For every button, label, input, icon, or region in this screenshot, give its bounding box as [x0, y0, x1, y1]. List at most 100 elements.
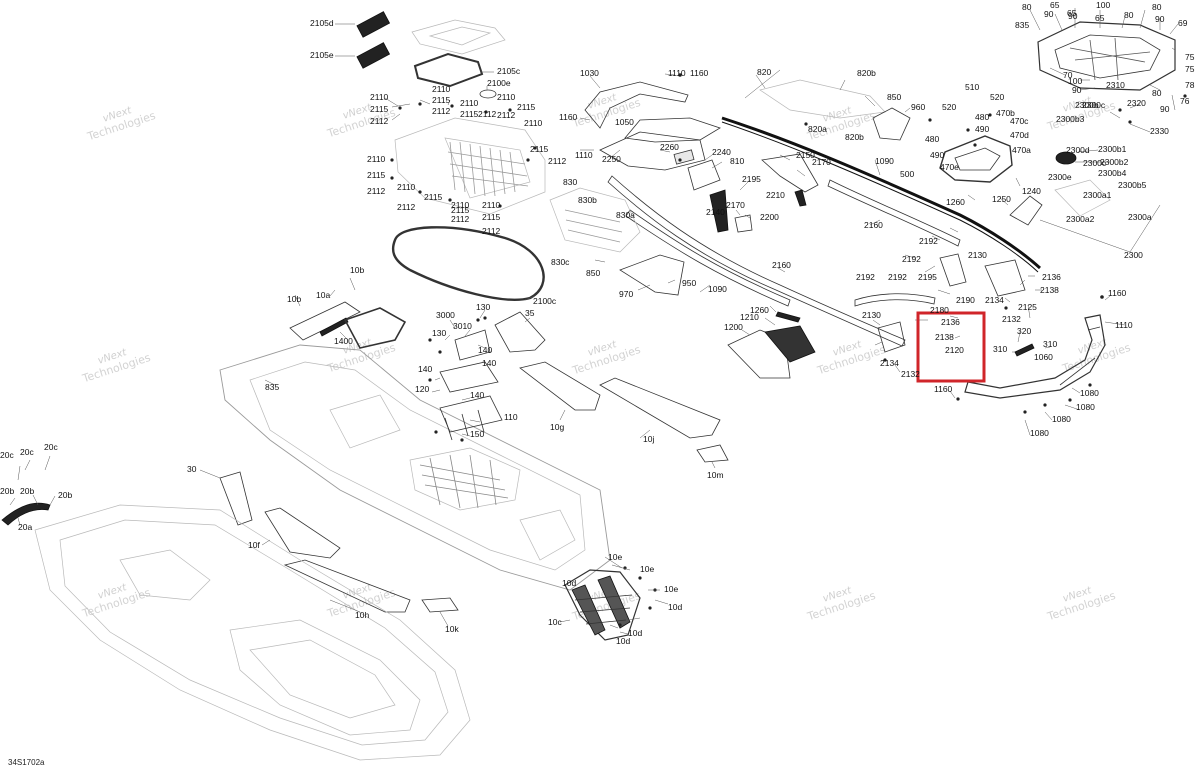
part-label-20c: 20c: [44, 442, 58, 452]
part-label-80: 80: [1152, 2, 1162, 12]
part-label-3010: 3010: [453, 321, 472, 331]
part-label-10h: 10h: [355, 610, 369, 620]
part-label-320: 320: [1017, 326, 1031, 336]
part-label-1260: 1260: [750, 305, 769, 315]
part-label-2110: 2110: [370, 92, 389, 102]
part-label-1090: 1090: [875, 156, 894, 166]
part-label-90: 90: [1160, 104, 1170, 114]
part-label-835: 835: [1015, 20, 1029, 30]
part-label-2110: 2110: [497, 92, 516, 102]
part-label-10d: 10d: [562, 578, 576, 588]
part-label-2170: 2170: [812, 157, 831, 167]
part-label-2192: 2192: [888, 272, 907, 282]
part-label-2112: 2112: [548, 156, 567, 166]
part-2210-strip: [794, 189, 807, 207]
part-1210-grille: [764, 325, 816, 363]
part-label-2115: 2115: [367, 170, 386, 180]
part-label-2110: 2110: [432, 84, 451, 94]
part-label-2132: 2132: [901, 369, 920, 379]
part-label-20c: 20c: [20, 447, 34, 457]
part-label-2115: 2115: [451, 205, 470, 215]
part-label-2250: 2250: [602, 154, 621, 164]
part-label-2192: 2192: [919, 236, 938, 246]
part-label-1400: 1400: [334, 336, 353, 346]
part-label-2192: 2192: [856, 272, 875, 282]
part-label-2112: 2112: [497, 110, 516, 120]
part-label-470e: 470e: [940, 162, 959, 172]
part-label-970: 970: [619, 289, 633, 299]
part-2300-seat: [1054, 179, 1111, 217]
part-2300b1-knob: [1055, 151, 1077, 165]
part-label-80: 80: [1152, 88, 1162, 98]
part-label-2115: 2115: [460, 109, 479, 119]
part-label-2112: 2112: [370, 116, 389, 126]
part-label-480: 480: [925, 134, 939, 144]
part-label-2130: 2130: [862, 310, 881, 320]
part-10g-pad: [519, 361, 601, 411]
part-1090-trim: [625, 209, 791, 307]
part-label-130: 130: [432, 328, 446, 338]
part-830-panel: [549, 187, 641, 253]
part-label-90: 90: [1155, 14, 1165, 24]
part-label-2112: 2112: [367, 186, 386, 196]
part-label-3000: 3000: [436, 310, 455, 320]
part-label-2115: 2115: [432, 95, 451, 105]
part-120-plate: [439, 361, 499, 393]
part-label-1250: 1250: [992, 194, 1011, 204]
part-label-10e: 10e: [664, 584, 678, 594]
part-label-2110: 2110: [460, 98, 479, 108]
part-label-1160: 1160: [690, 68, 709, 78]
part-2100c-gasket: [391, 226, 545, 301]
part-2170-clip: [734, 214, 753, 233]
part-label-20a: 20a: [18, 522, 32, 532]
part-label-2110: 2110: [524, 118, 543, 128]
part-10a-pad: [289, 301, 361, 341]
part-label-830c: 830c: [551, 257, 570, 267]
part-label-850: 850: [887, 92, 901, 102]
part-label-80: 80: [1022, 2, 1032, 12]
part-label-69: 69: [1178, 18, 1188, 28]
part-label-1160: 1160: [934, 384, 953, 394]
part-label-310: 310: [993, 344, 1007, 354]
part-10j-pad: [599, 377, 721, 439]
part-3010-bracket: [454, 329, 491, 361]
part-label-1110: 1110: [1115, 320, 1133, 330]
part-label-2330: 2330: [1150, 126, 1169, 136]
part-label-2320: 2320: [1127, 98, 1146, 108]
part-label-75: 75: [1185, 52, 1195, 62]
part-label-65: 65: [1067, 8, 1077, 18]
part-label-1110: 1110: [575, 150, 593, 160]
part-label-1080: 1080: [1052, 414, 1071, 424]
part-label-820: 820: [757, 67, 771, 77]
part-label-1060: 1060: [1034, 352, 1053, 362]
part-label-90: 90: [1068, 11, 1078, 21]
part-label-10a: 10a: [316, 290, 330, 300]
part-label-2300a: 2300a: [1128, 212, 1152, 222]
part-label-10m: 10m: [707, 470, 724, 480]
part-10k-pad: [421, 597, 459, 613]
part-310-strip: [1014, 343, 1035, 357]
part-label-2136: 2136: [1042, 272, 1061, 282]
part-label-2105c: 2105c: [497, 66, 521, 76]
part-label-2300b2: 2300b2: [1100, 157, 1129, 167]
part-label-20b: 20b: [0, 486, 14, 496]
part-label-520: 520: [942, 102, 956, 112]
part-label-90: 90: [1044, 9, 1054, 19]
part-label-830a: 830a: [616, 210, 635, 220]
part-810-grille: [687, 159, 721, 191]
part-label-2110: 2110: [397, 182, 416, 192]
part-1400-strip: [319, 317, 349, 337]
part-label-2136: 2136: [941, 317, 960, 327]
part-label-510: 510: [965, 82, 979, 92]
part-label-76: 76: [1180, 96, 1190, 106]
part-label-90: 90: [1072, 85, 1082, 95]
part-label-480: 480: [975, 112, 989, 122]
part-label-2105d: 2105d: [310, 18, 334, 28]
part-label-830b: 830b: [578, 195, 597, 205]
part-label-2300d: 2300d: [1066, 145, 1090, 155]
part-label-2300: 2300: [1124, 250, 1143, 260]
part-label-2115: 2115: [482, 212, 501, 222]
part-label-2138: 2138: [935, 332, 954, 342]
part-label-500: 500: [900, 169, 914, 179]
part-label-10d: 10d: [668, 602, 682, 612]
